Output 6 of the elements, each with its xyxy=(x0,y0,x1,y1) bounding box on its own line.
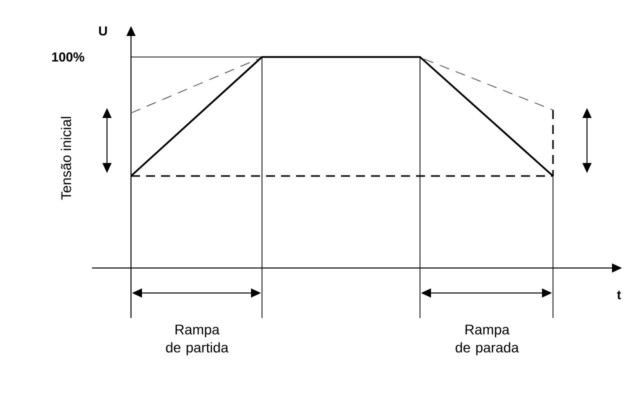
axis-label: t xyxy=(617,290,621,300)
dimension-label: Rampa de partida xyxy=(166,324,229,356)
axis-label: Tensão inicial xyxy=(60,116,72,200)
tick-label: 100% xyxy=(52,52,84,62)
dimension-label: Rampa de parada xyxy=(456,324,519,356)
axis-label: U xyxy=(99,26,107,36)
